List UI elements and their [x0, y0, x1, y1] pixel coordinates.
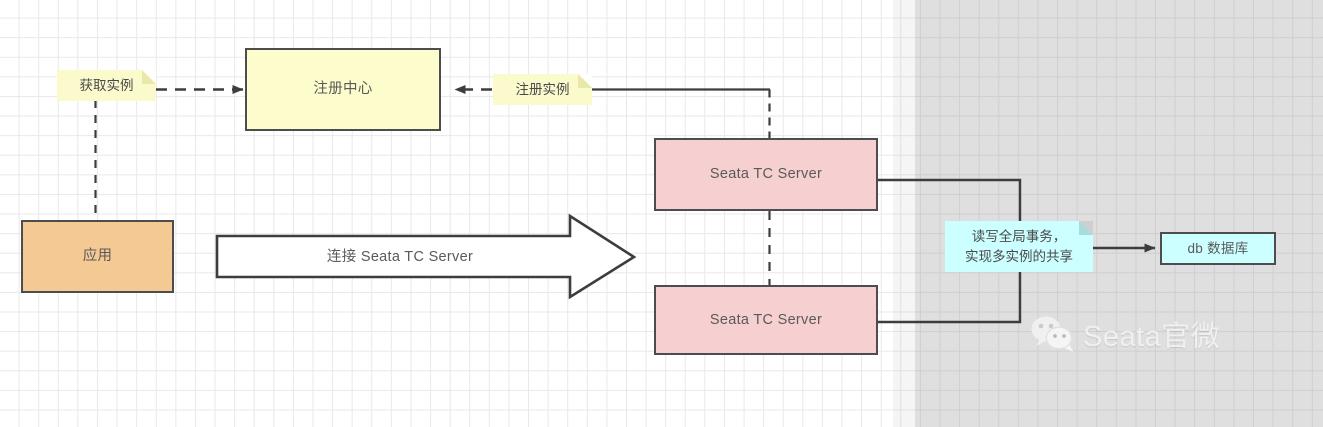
- node-tc-server-bottom-label: Seata TC Server: [709, 311, 823, 328]
- node-application[interactable]: 应用: [21, 220, 174, 293]
- note-fold-corner-icon: [142, 70, 156, 84]
- note-fetch-instance-label: 获取实例: [79, 77, 134, 93]
- node-database[interactable]: db 数据库: [1160, 232, 1276, 265]
- gray-overlay-light-band: [893, 0, 915, 427]
- note-shared-storage-line1: 读写全局事务，: [971, 228, 1067, 244]
- note-fold-corner-icon: [578, 74, 592, 88]
- note-fetch-instance[interactable]: 获取实例: [57, 70, 156, 101]
- note-register-instance-label: 注册实例: [515, 81, 570, 97]
- node-database-label: db 数据库: [1187, 240, 1249, 256]
- connector-tc-bottom-to-bus: [878, 248, 1022, 324]
- node-application-label: 应用: [82, 248, 113, 265]
- note-shared-storage[interactable]: 读写全局事务， 实现多实例的共享: [945, 221, 1093, 272]
- block-arrow-connect-tc: [215, 213, 637, 300]
- note-shared-storage-line2: 实现多实例的共享: [965, 248, 1073, 264]
- gray-overlay-right: [915, 0, 1323, 427]
- note-register-instance[interactable]: 注册实例: [493, 74, 592, 105]
- node-tc-server-top-label: Seata TC Server: [709, 166, 823, 183]
- node-tc-server-top[interactable]: Seata TC Server: [654, 138, 878, 211]
- block-arrow-label: 连接 Seata TC Server: [326, 248, 474, 265]
- connector-register-elbow: [592, 88, 771, 138]
- node-registry-center-label: 注册中心: [313, 81, 373, 98]
- node-tc-server-bottom[interactable]: Seata TC Server: [654, 285, 878, 355]
- node-registry-center[interactable]: 注册中心: [245, 48, 441, 131]
- note-fold-corner-icon: [1079, 221, 1093, 235]
